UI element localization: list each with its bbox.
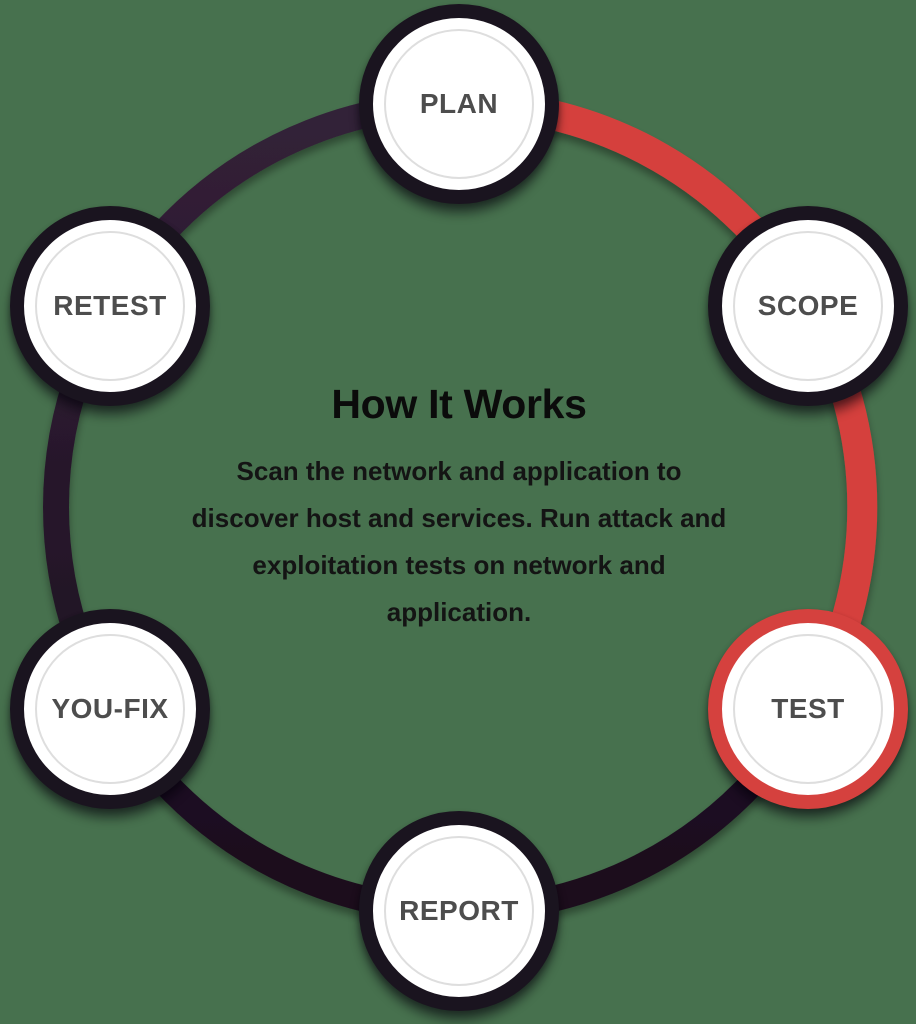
node-label-retest: RETEST xyxy=(53,290,167,321)
node-retest[interactable]: RETEST xyxy=(10,206,210,406)
diagram-description: Scan the network and application to disc… xyxy=(191,456,727,627)
node-plan[interactable]: PLAN xyxy=(359,4,559,204)
diagram-title: How It Works xyxy=(331,381,587,427)
node-label-plan: PLAN xyxy=(419,88,499,119)
node-test[interactable]: TEST xyxy=(708,609,908,809)
center-text: How It Works Scan the network and applic… xyxy=(159,381,759,636)
node-report[interactable]: REPORT xyxy=(359,811,559,1011)
node-label-test: TEST xyxy=(771,693,845,724)
node-label-you-fix: YOU-FIX xyxy=(51,693,169,724)
node-you-fix[interactable]: YOU-FIX xyxy=(10,609,210,809)
node-scope[interactable]: SCOPE xyxy=(708,206,908,406)
node-label-report: REPORT xyxy=(399,895,519,926)
node-label-scope: SCOPE xyxy=(757,290,859,321)
